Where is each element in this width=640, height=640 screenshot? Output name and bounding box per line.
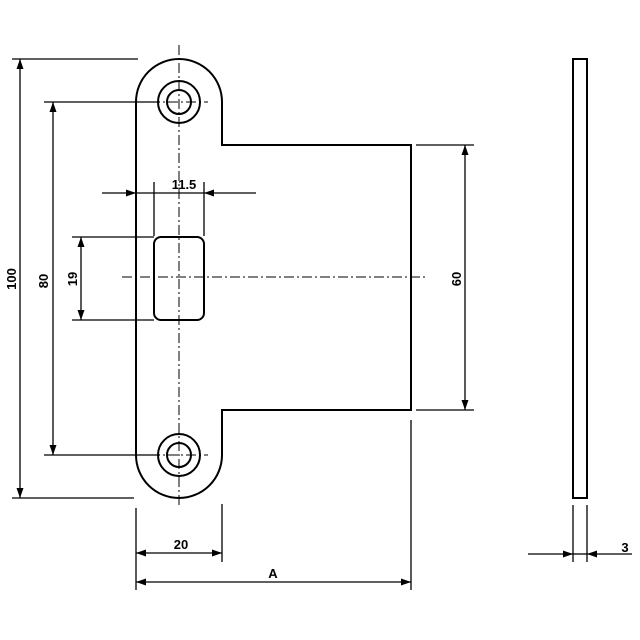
dim-total-height-label: 100	[4, 268, 19, 290]
dim-ear-width-label: 20	[174, 537, 188, 552]
dim-ear-width: 20	[135, 504, 223, 590]
dim-length: A	[136, 420, 412, 590]
dim-thickness: 3	[528, 505, 632, 562]
dim-length-label: A	[268, 566, 278, 581]
dim-slot-height-label: 19	[65, 272, 80, 286]
dim-slot-width: 11.5	[102, 177, 256, 236]
dim-thickness-label: 3	[621, 540, 628, 555]
dim-hole-spacing: 80	[36, 101, 160, 456]
dim-plate-height-label: 60	[449, 272, 464, 286]
dim-slot-height: 19	[65, 236, 154, 321]
dim-hole-spacing-label: 80	[36, 274, 51, 288]
dim-plate-height: 60	[416, 144, 474, 411]
plate-outline	[135, 58, 412, 499]
side-view-plate	[572, 58, 588, 499]
dim-total-height: 100	[4, 58, 138, 499]
dim-slot-width-label: 11.5	[172, 177, 197, 192]
